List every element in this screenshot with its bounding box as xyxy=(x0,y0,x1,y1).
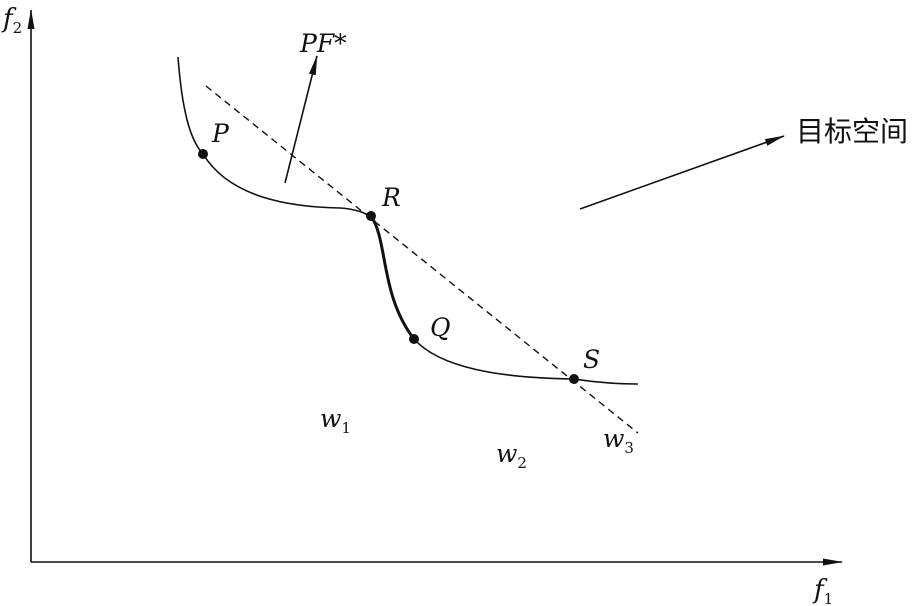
pareto-front-curve xyxy=(177,56,372,217)
w2-label: w2 xyxy=(496,439,527,472)
point-s-marker xyxy=(569,374,579,384)
pf-arrow xyxy=(284,55,318,184)
f1-axis-label: f1 xyxy=(812,575,833,606)
w1-label: w1 xyxy=(320,404,351,437)
dashed-weight-line xyxy=(205,85,639,434)
pareto-front-tail xyxy=(413,338,639,385)
point-q-marker xyxy=(409,334,419,344)
point-r-label: R xyxy=(381,183,401,212)
point-s-label: S xyxy=(583,345,600,374)
objective-space-arrow xyxy=(579,135,785,210)
point-p-marker xyxy=(198,149,208,159)
w3-label: w3 xyxy=(603,424,634,457)
pf-label: PF* xyxy=(299,29,347,58)
point-r-marker xyxy=(366,211,376,221)
pareto-front-segment-r-q xyxy=(369,215,416,340)
point-p-label: P xyxy=(211,119,230,148)
objective-space-label: 目标空间 xyxy=(796,115,908,148)
point-q-label: Q xyxy=(430,313,451,342)
f2-axis-label: f2 xyxy=(1,4,22,37)
